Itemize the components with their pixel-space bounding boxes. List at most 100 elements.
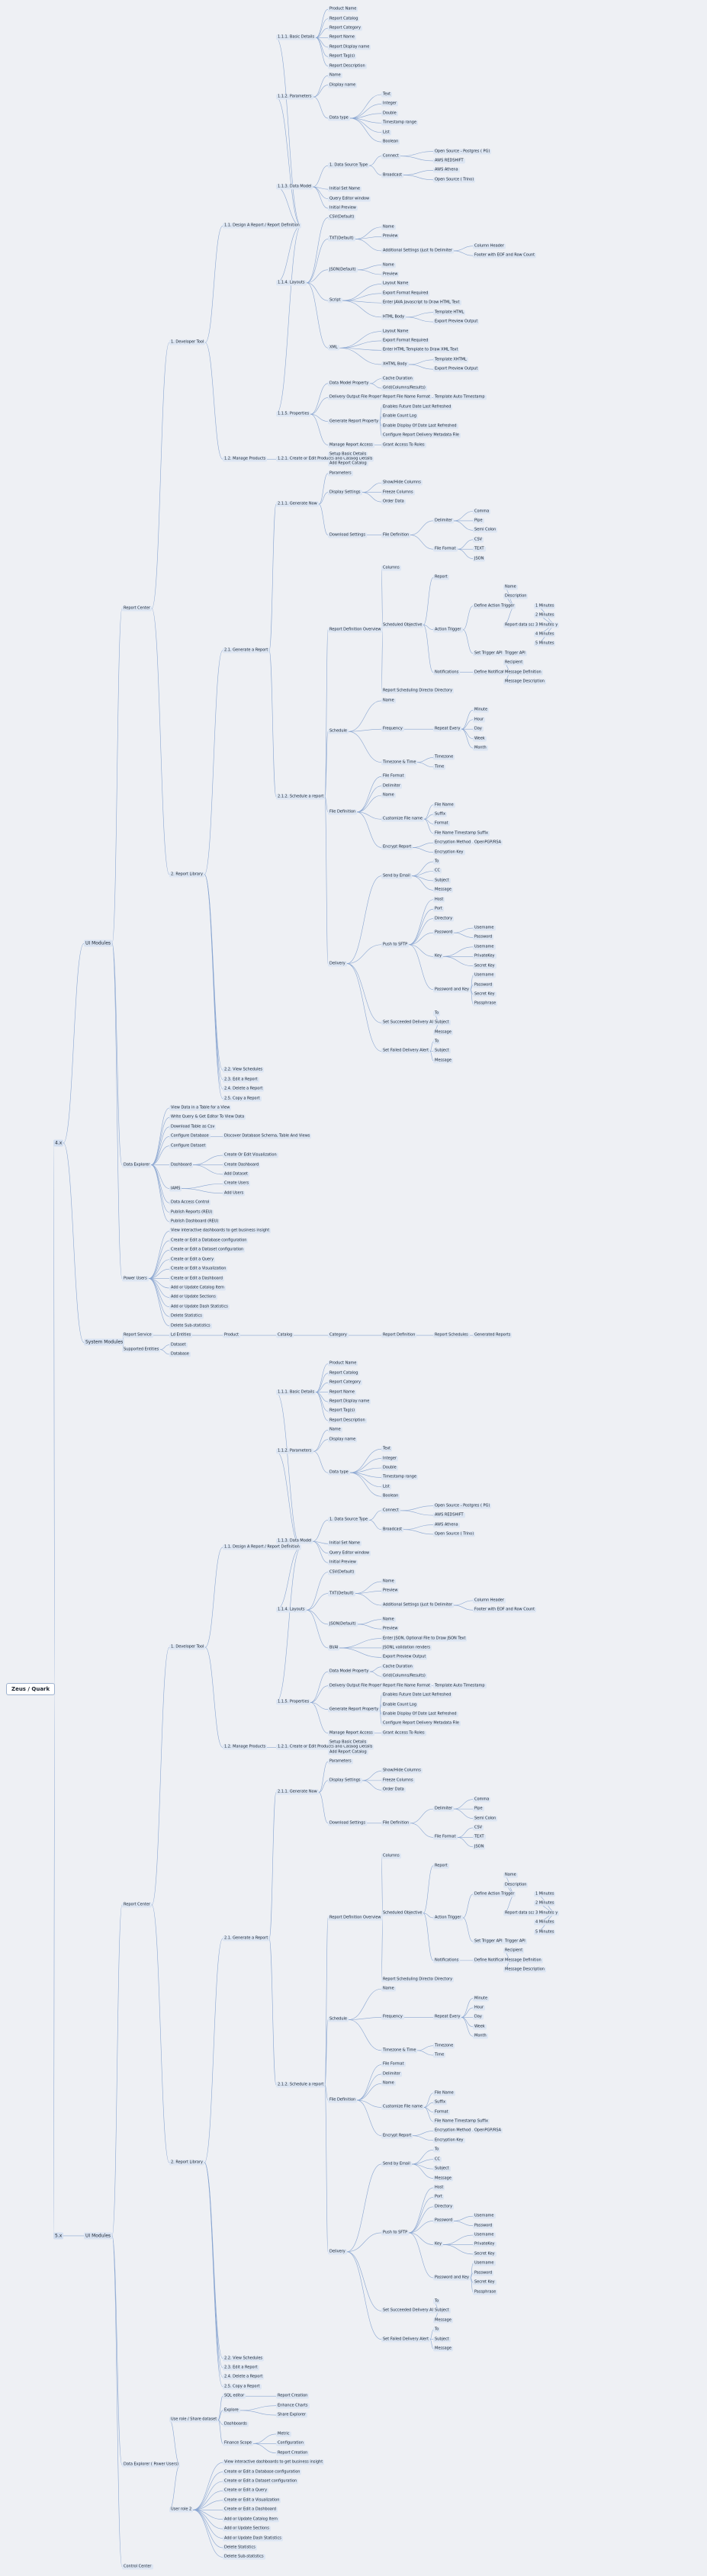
node-enhance-charts[interactable]: Enhance Charts — [276, 2403, 310, 2409]
node-2-minutes[interactable]: 2 Minutes — [534, 1900, 556, 1906]
node-generate-report-property[interactable]: Generate Report Property — [328, 419, 381, 424]
node-add-report-catalog[interactable]: Add Report Catalog — [328, 461, 368, 467]
node-double[interactable]: Double — [381, 1465, 398, 1471]
node-4-minutes[interactable]: 4 Minutes — [534, 1919, 556, 1926]
node-order-data[interactable]: Order Data — [381, 499, 406, 505]
node-report-file-name-format[interactable]: Report File Name Format — [381, 1683, 432, 1689]
node-push-to-sftp[interactable]: Push to SFTP — [381, 942, 410, 948]
node-csv-default[interactable]: CSV(Default) — [328, 214, 356, 220]
node-product[interactable]: Product — [223, 1332, 240, 1338]
node-semi-colon[interactable]: Semi Colon — [473, 1816, 498, 1822]
node-txt-default[interactable]: TXT(Default) — [328, 236, 355, 242]
node-text[interactable]: TEXT — [473, 1834, 486, 1840]
node-delimiter[interactable]: Delimiter — [433, 1602, 455, 1608]
node-file-definition[interactable]: File Definition — [328, 809, 358, 815]
node-recipient[interactable]: Recipient — [503, 660, 525, 666]
node-create-or-edit-a-visualization[interactable]: Create or Edit a Visualization — [169, 1266, 228, 1272]
node-timezone-time[interactable]: Timezone & Time — [381, 760, 418, 766]
node-report-creation[interactable]: Report Creation — [276, 2393, 310, 2399]
node-delete-statistics[interactable]: Delete Statistics — [223, 2545, 257, 2551]
node-define-action-trigger[interactable]: Define Action Trigger — [473, 603, 516, 609]
node-timezone-time[interactable]: Timezone & Time — [381, 2048, 418, 2054]
node-enter-java-javascript-to-draw-html-text[interactable]: Enter JAVA Javascript to Draw HTML Text — [381, 300, 461, 306]
node-username[interactable]: Username — [473, 972, 496, 978]
node-configure-report-delivery-metadata-file[interactable]: Configure Report Delivery Metadata File — [381, 1720, 461, 1726]
node-template-auto-timestamp[interactable]: Template Auto Timestamp — [433, 394, 487, 400]
node-category[interactable]: Category — [328, 1332, 349, 1338]
node-host[interactable]: Host — [433, 897, 445, 903]
node-1-1-2-parameters[interactable]: 1.1.2. Parameters — [276, 1448, 313, 1454]
node-repeat-every[interactable]: Repeat Every — [433, 2014, 462, 2020]
node-report-catalog[interactable]: Report Catalog — [328, 1370, 360, 1376]
node-message[interactable]: Message — [433, 1029, 453, 1036]
node-password[interactable]: Password — [473, 982, 494, 988]
node-2-4-delete-a-report[interactable]: 2.4. Delete a Report — [223, 1086, 265, 1092]
node-data-explorer-power-users[interactable]: Data Explorer ( Power Users) — [122, 2462, 181, 2468]
node-create-or-edit-visualization[interactable]: Create Or Edit Visualization — [223, 1152, 278, 1158]
node-pipe[interactable]: Pipe — [473, 518, 484, 524]
node-additional-settings-just-for-txt[interactable]: Additional Settings (just for TXT) — [381, 1602, 447, 1608]
node-delete-statistics[interactable]: Delete Statistics — [169, 1313, 204, 1319]
node-create-or-edit-a-dataset-configuration[interactable]: Create or Edit a Dataset configuration — [169, 1247, 246, 1253]
node-publish-dashboard-reu[interactable]: Publish Dashboard (REU) — [169, 1219, 220, 1225]
node-enables-future-date-last-refreshed[interactable]: Enables Future Date Last Refreshed — [381, 1692, 453, 1698]
node-delivery[interactable]: Delivery — [328, 961, 347, 967]
node-enable-display-of-date-last-refreshed[interactable]: Enable Display Of Date Last Refreshed — [381, 1711, 458, 1717]
node-password-and-key[interactable]: Password and Key — [433, 987, 471, 993]
node-name[interactable]: Name — [328, 72, 342, 79]
node-configure-dataset[interactable]: Configure Dataset — [169, 1143, 207, 1149]
node-data-type[interactable]: Data type — [328, 1469, 350, 1476]
node-password[interactable]: Password — [433, 2218, 455, 2224]
node-file-definition[interactable]: File Definition — [381, 532, 411, 538]
node-5-minutes[interactable]: 5 Minutes — [534, 1929, 556, 1935]
node-create-or-edit-a-visualization[interactable]: Create or Edit a Visualization — [223, 2497, 281, 2504]
node-report-center[interactable]: Report Center — [122, 605, 152, 612]
node-file-format[interactable]: File Format — [433, 1834, 458, 1840]
node-xhtml-body[interactable]: XHTML Body — [381, 361, 409, 368]
node-report-category[interactable]: Report Category — [328, 25, 363, 31]
node-name[interactable]: Name — [381, 1579, 396, 1585]
node-secret-key[interactable]: Secret Key — [473, 963, 497, 969]
node-trigger-api[interactable]: Trigger API — [503, 1938, 527, 1945]
node-openpgp-rsa[interactable]: OpenPGP/RSA — [473, 2128, 503, 2134]
node-set-succeeded-delivery-alert[interactable]: Set Succeeded Delivery Alert — [381, 2308, 441, 2314]
node-passphrase[interactable]: Passphrase — [473, 2289, 498, 2295]
node-cache-duration[interactable]: Cache Duration — [381, 1664, 414, 1670]
node-json[interactable]: JSON — [473, 1844, 486, 1850]
node-set-trigger-api[interactable]: Set Trigger API — [473, 650, 504, 657]
node-format[interactable]: Format — [433, 2109, 450, 2115]
node-message[interactable]: Message — [433, 1058, 453, 1064]
node-additional-settings-just-for-txt[interactable]: Additional Settings (just for TXT) — [381, 248, 447, 254]
node-key[interactable]: Key — [433, 2241, 444, 2247]
node-1-2-1-create-or-edit-products-and-catalog-details[interactable]: 1.2.1. Create or Edit Products and Catal… — [276, 456, 374, 462]
node-name[interactable]: Name — [381, 2080, 396, 2086]
node-username[interactable]: Username — [473, 2213, 496, 2219]
node-add-or-update-catalog-item[interactable]: Add or Update Catalog Item — [169, 1285, 226, 1291]
node-file-name-timestamp-suffix[interactable]: File Name Timestamp Suffix — [433, 830, 490, 837]
node-2-3-edit-a-report[interactable]: 2.3. Edit a Report — [223, 2365, 259, 2371]
node-semi-colon[interactable]: Semi Colon — [473, 527, 498, 533]
node-day[interactable]: Day — [473, 2014, 484, 2020]
node-initial-preview[interactable]: Initial Preview — [328, 205, 358, 211]
node-1-1-5-properties[interactable]: 1.1.5. Properties — [276, 411, 311, 417]
node-schedule[interactable]: Schedule — [328, 2016, 349, 2022]
node-add-or-update-sections[interactable]: Add or Update Sections — [223, 2526, 271, 2532]
node-4-minutes[interactable]: 4 Minutes — [534, 631, 556, 638]
node-integer[interactable]: Integer — [381, 101, 398, 107]
node-to[interactable]: To — [433, 2147, 441, 2153]
node-csv[interactable]: CSV — [473, 537, 484, 543]
node-report-file-name-format[interactable]: Report File Name Format — [381, 394, 432, 400]
node-initial-set-name[interactable]: Initial Set Name — [328, 1540, 362, 1547]
node-3-minutes[interactable]: 3 Minutes — [534, 1910, 556, 1916]
node-set-failed-delivery-alert[interactable]: Set Failed Delivery Alert — [381, 1048, 431, 1054]
node-bi-ai[interactable]: BI/AI — [328, 1645, 340, 1651]
node-repeat-every[interactable]: Repeat Every — [433, 726, 462, 732]
node-suffix[interactable]: Suffix — [433, 2099, 448, 2105]
node-generate-report-property[interactable]: Generate Report Property — [328, 1707, 381, 1713]
node-1-data-source-type[interactable]: 1. Data Source Type — [328, 1517, 370, 1523]
node-discover-database-schema-table-and-views[interactable]: Discover Database Schema, Table And View… — [223, 1133, 312, 1139]
node-report-definition-overview[interactable]: Report Definition Overview — [328, 1915, 383, 1921]
node-iams[interactable]: IAMS — [169, 1186, 182, 1192]
node-to[interactable]: To — [433, 1010, 441, 1017]
node-2-1-2-schedule-a-report[interactable]: 2.1.2. Schedule a report — [276, 794, 326, 800]
